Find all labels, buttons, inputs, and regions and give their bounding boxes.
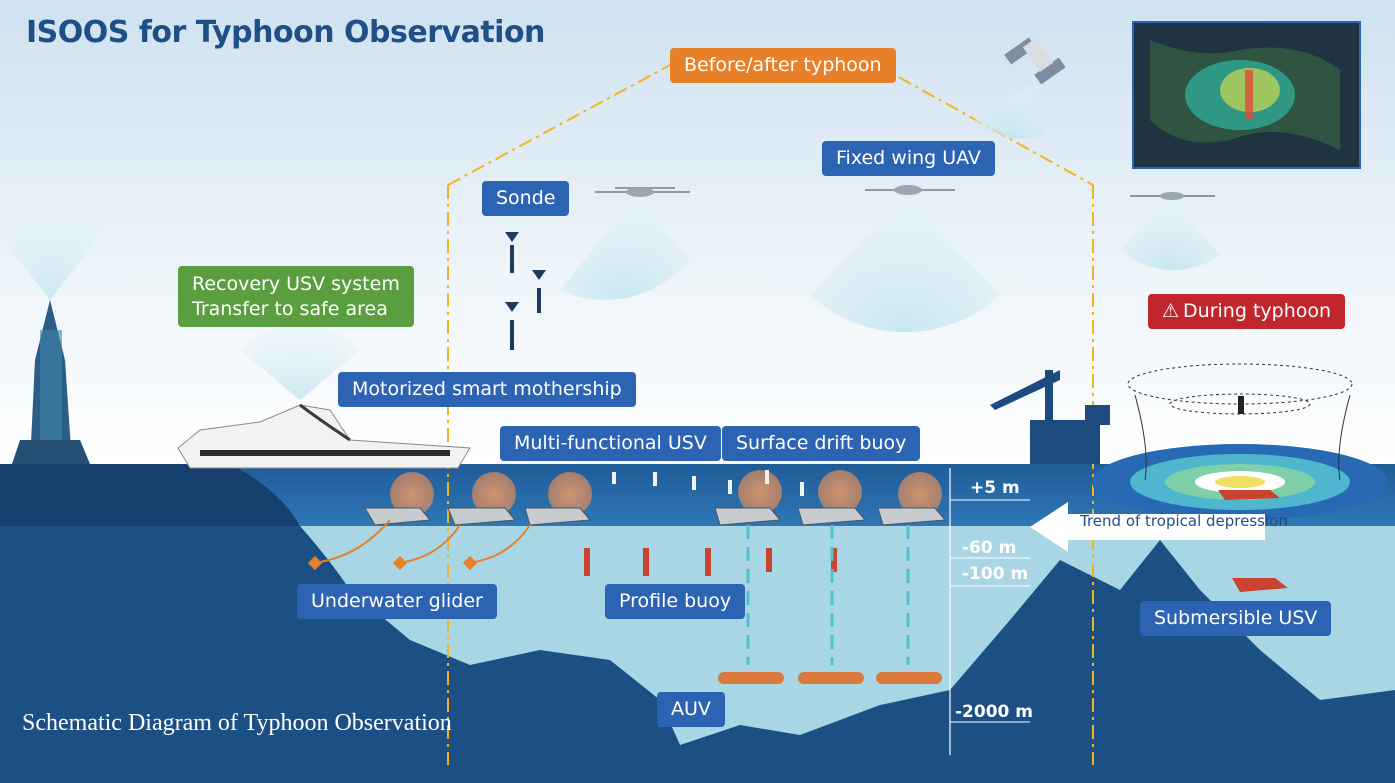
diagram-caption: Schematic Diagram of Typhoon Observation [22, 710, 452, 736]
typhoon-target-icon [1092, 444, 1388, 520]
profile-buoy-icon [584, 548, 837, 576]
usv-icon [1218, 490, 1280, 500]
mothership-signal-icon [240, 325, 360, 400]
during-typhoon-label: ⚠During typhoon [1148, 294, 1346, 329]
recovery-line-1: Recovery USV system [192, 273, 400, 295]
auv-label: AUV [657, 692, 725, 727]
oil-platform-icon [990, 370, 1110, 464]
auv-icon [718, 672, 942, 684]
multi-usv-label: Multi-functional USV [500, 426, 721, 461]
drift-buoy-label: Surface drift buoy [722, 426, 921, 461]
page-title: ISOOS for Typhoon Observation [26, 15, 545, 50]
uav-icon [560, 187, 690, 300]
depth-minus60: -60 m [962, 538, 1017, 558]
usv-group [390, 470, 942, 516]
glider-label: Underwater glider [297, 584, 497, 619]
sonde-icon [532, 270, 546, 313]
observation-zone-outline [447, 63, 1094, 765]
before-after-label: Before/after typhoon [670, 48, 896, 83]
tower-icon [12, 300, 90, 464]
usv-icon [364, 507, 431, 526]
left-coast [0, 464, 300, 526]
depth-plus5: +5 m [970, 478, 1020, 498]
glider-icon [307, 555, 478, 571]
recovery-usv-label: Recovery USV system Transfer to safe are… [178, 266, 414, 328]
during-typhoon-text: During typhoon [1183, 300, 1332, 322]
sonde-icon [505, 302, 519, 350]
depth-minus100: -100 m [962, 564, 1029, 584]
usv-icon [797, 507, 867, 526]
drift-buoy-icon [612, 470, 804, 496]
uav-icon [1120, 192, 1220, 271]
typhoon-radar-image [1132, 21, 1361, 169]
uav-icon [810, 185, 1000, 333]
usv-icon [714, 507, 781, 526]
trend-arrow-icon [1030, 502, 1265, 552]
usv-icon [524, 507, 591, 526]
satellite-icon [975, 37, 1066, 139]
profile-buoy-label: Profile buoy [605, 584, 746, 619]
usv-icon [447, 507, 516, 526]
recovery-line-2: Transfer to safe area [192, 297, 388, 320]
mothership-label: Motorized smart mothership [338, 372, 636, 407]
submersible-usv-icon [1232, 578, 1288, 592]
warning-icon: ⚠ [1162, 300, 1180, 322]
trend-label: Trend of tropical depression [1080, 512, 1288, 530]
glider-tether [319, 519, 531, 563]
usv-icon [877, 507, 947, 526]
typhoon-usv-top [1238, 396, 1244, 414]
tether-lines [746, 525, 910, 665]
sonde-icon [505, 232, 519, 273]
mothership-icon [177, 403, 471, 469]
submersible-usv-label: Submersible USV [1140, 601, 1332, 636]
fixed-wing-uav-label: Fixed wing UAV [822, 141, 995, 176]
depth-minus2000: -2000 m [955, 702, 1034, 722]
sonde-label: Sonde [482, 181, 570, 216]
tower-signal-icon [0, 208, 105, 300]
